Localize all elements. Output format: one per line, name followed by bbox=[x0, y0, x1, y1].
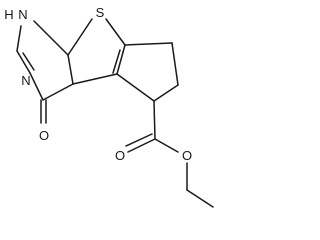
bond-c2-n1 bbox=[16, 25, 22, 52]
bond-c7a-s bbox=[67, 18, 93, 56]
bond-cp-4 bbox=[116, 73, 155, 102]
bond-c7a-n1 bbox=[33, 20, 69, 56]
bond-c4-c4a bbox=[42, 83, 74, 101]
bond-ester-c-o-double-b bbox=[125, 133, 153, 147]
thiophene-ring bbox=[67, 18, 126, 85]
bond-ester-c-o-single bbox=[154, 138, 179, 153]
bond-thiophene-c-c-double bbox=[112, 49, 121, 74]
atom-label-s: S bbox=[96, 5, 105, 20]
atom-label-o-keto: O bbox=[39, 128, 49, 143]
bond-thiophene-to-c4a bbox=[72, 73, 118, 85]
bond-cp-1 bbox=[124, 42, 173, 46]
pyrimidinone-ring bbox=[16, 20, 74, 101]
bond-c4a-c7a bbox=[67, 54, 74, 85]
bond-ester-c-o-double-a bbox=[127, 138, 156, 153]
bond-n3-c4 bbox=[29, 72, 44, 101]
bond-ch2-ch3 bbox=[186, 189, 214, 208]
atom-label-nh-h: H bbox=[4, 7, 13, 22]
bond-c2-n3-double bbox=[22, 52, 35, 71]
atom-labels: H N N S O O O bbox=[4, 5, 192, 163]
bond-c2-n3 bbox=[16, 50, 31, 74]
bond-ring-c-ester bbox=[153, 100, 156, 140]
bond-cp-3 bbox=[153, 84, 179, 102]
bond-s-c bbox=[105, 18, 126, 46]
ethyl-ester-group bbox=[125, 100, 214, 208]
atom-label-o-ester-ether: O bbox=[182, 148, 192, 163]
bond-thiophene-c-c bbox=[116, 44, 126, 75]
keto-group bbox=[40, 99, 47, 124]
chemical-structure-diagram: H N N S O O O bbox=[4, 5, 214, 208]
atom-label-o-ester-carbonyl: O bbox=[115, 148, 125, 163]
atom-label-n3: N bbox=[21, 73, 30, 88]
atom-label-n1: N bbox=[18, 7, 27, 22]
cyclopentane-ring bbox=[116, 42, 179, 102]
bond-cp-2 bbox=[171, 42, 179, 86]
